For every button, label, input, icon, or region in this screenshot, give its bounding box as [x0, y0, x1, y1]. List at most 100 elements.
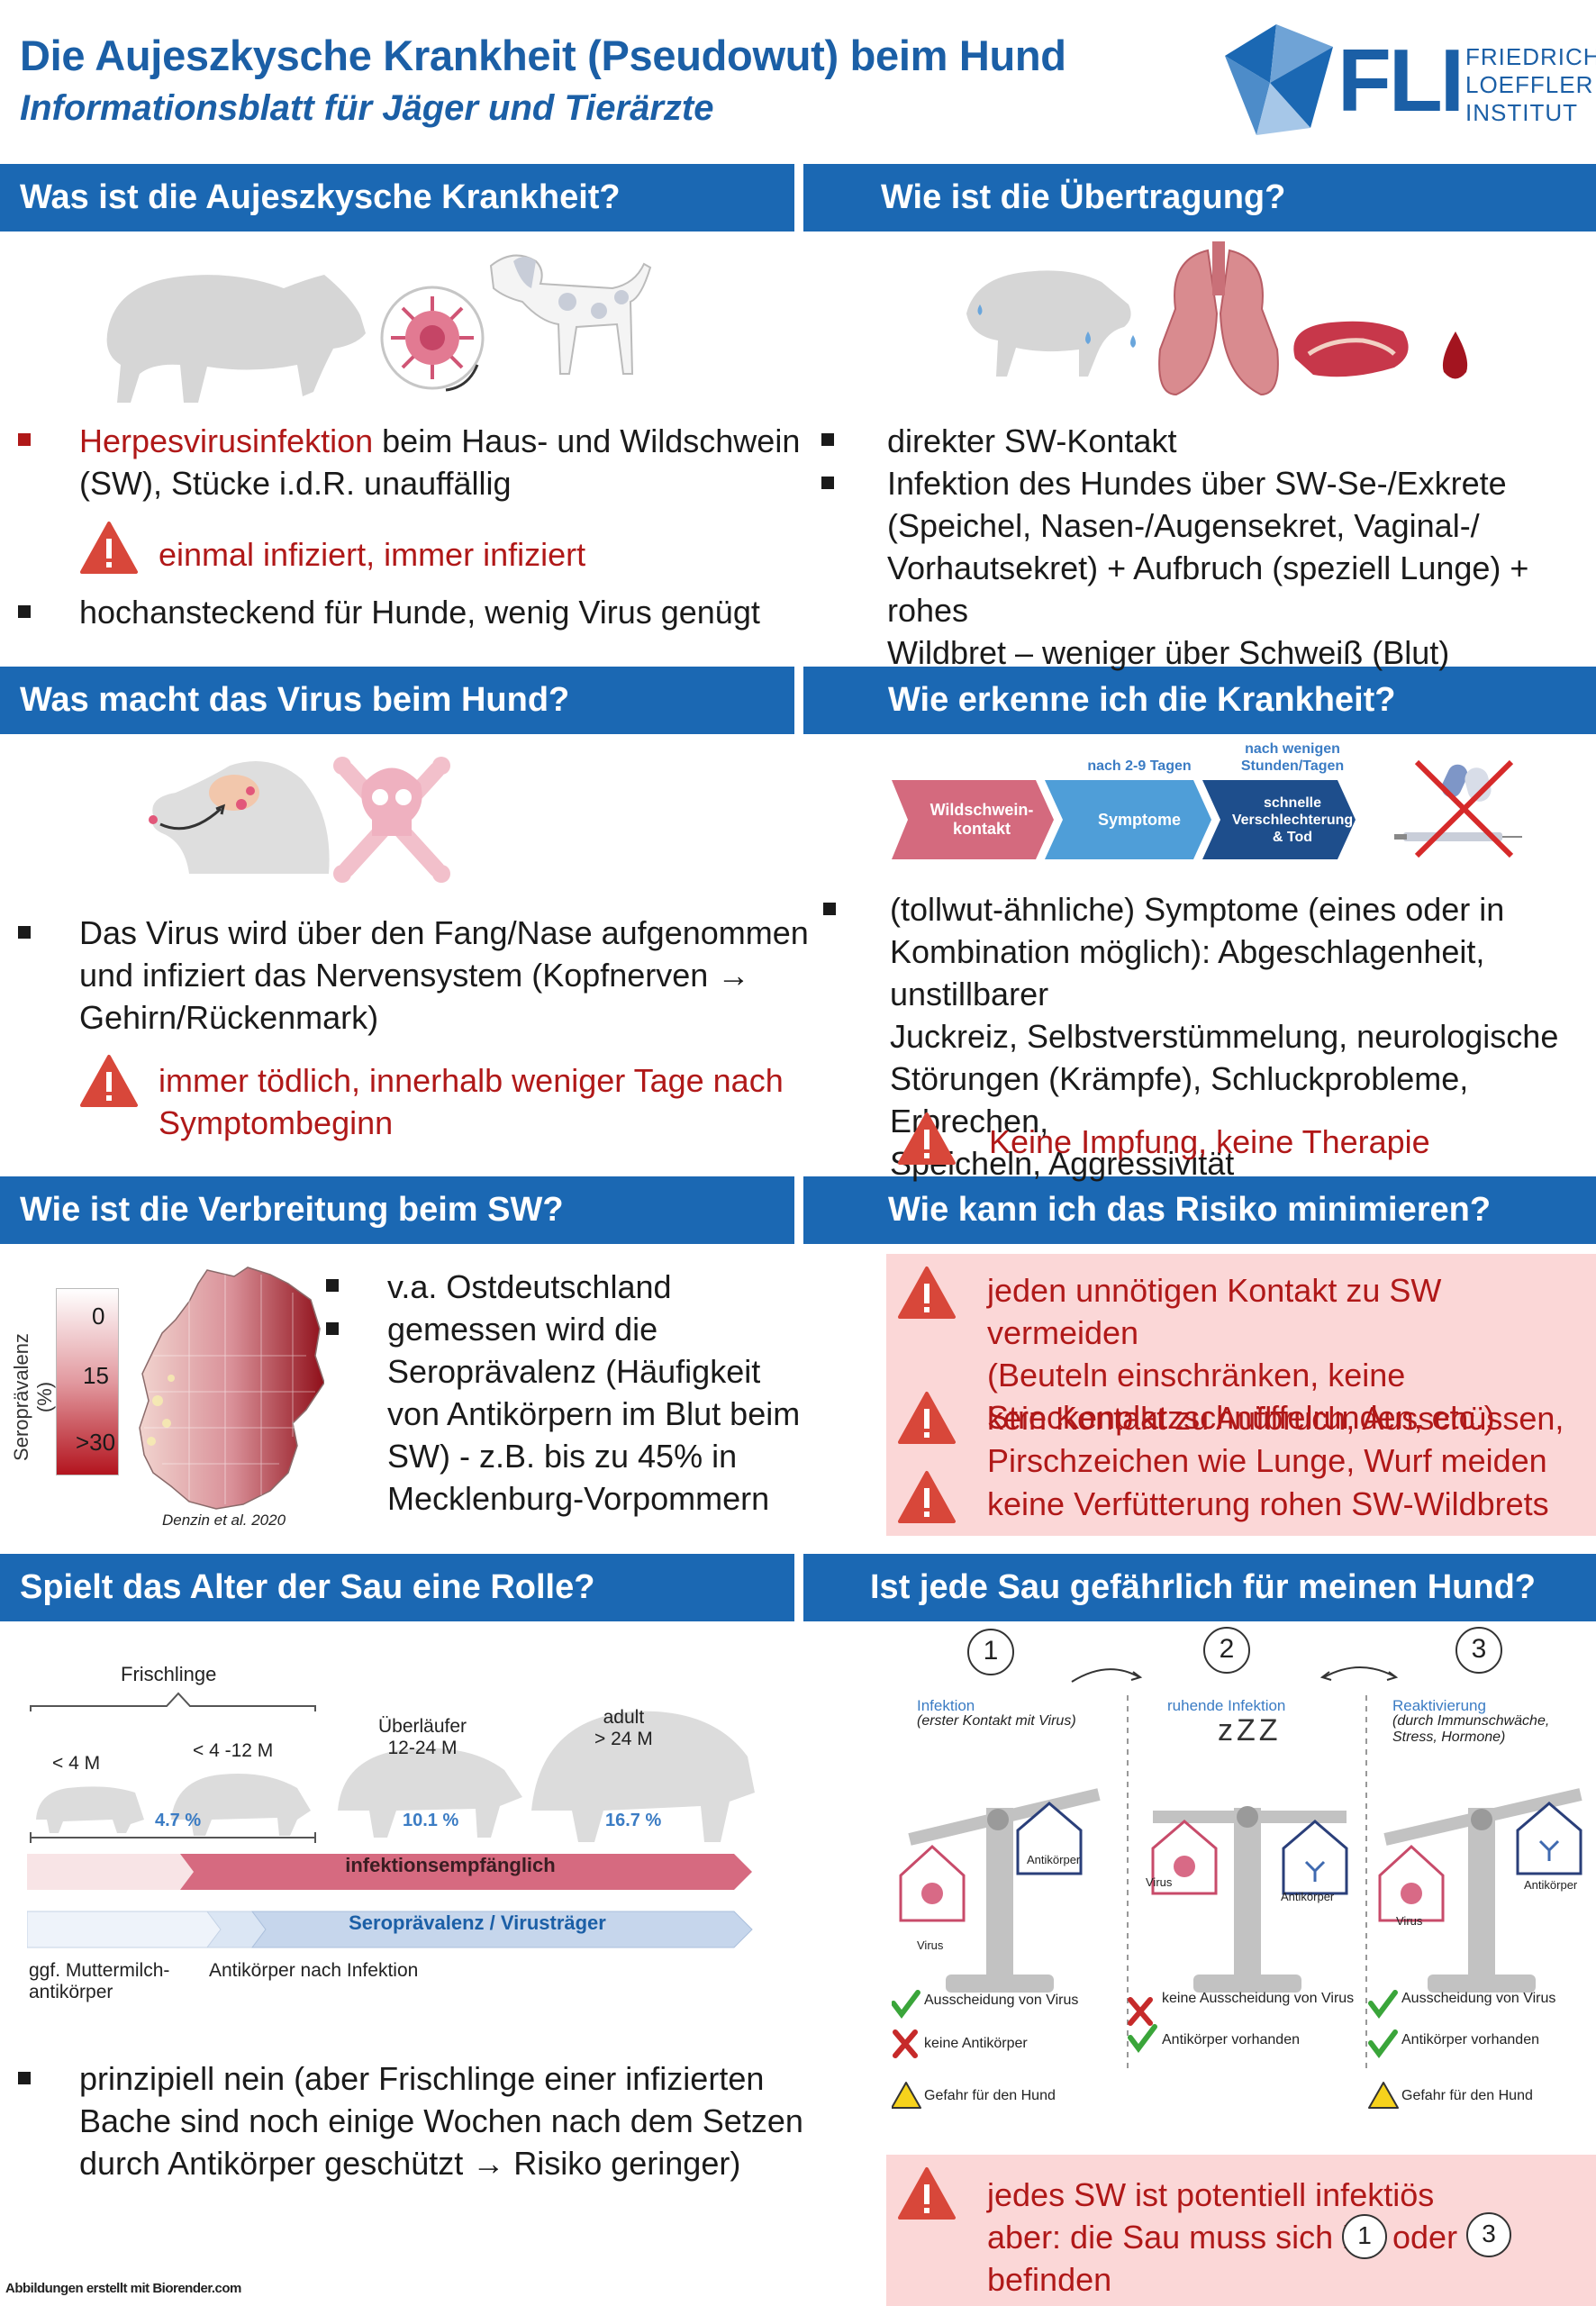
skull-icon	[333, 757, 450, 883]
map-citation: Denzin et al. 2020	[162, 1512, 286, 1529]
stage-2-check-1: keine Ausscheidung von Virus	[1162, 1991, 1355, 2006]
danger-icon-stage-1	[892, 2082, 921, 2109]
cross-icon	[893, 2029, 918, 2058]
stage-3-check-2: Antikörper vorhanden	[1401, 2032, 1539, 2047]
age-label-4-12: < 4 -12 M	[193, 1740, 274, 1761]
yearling-boar-icon	[338, 1748, 522, 1838]
warning-icon	[898, 2167, 956, 2220]
sleep-zzz: zZZ	[1218, 1713, 1282, 1748]
stage-number-1: 1	[967, 1629, 1014, 1675]
virus-icon	[380, 286, 485, 392]
lung-icon	[1158, 241, 1279, 396]
boar-icon	[966, 270, 1131, 377]
logo-abbr: FLI	[1338, 31, 1465, 130]
section-heading-minimize: Wie kann ich das Risiko minimieren?	[803, 1176, 1596, 1244]
age-groups-diagram	[30, 1692, 755, 1843]
bullet	[821, 477, 834, 489]
bullet	[18, 2072, 31, 2084]
section-heading-transmission: Wie ist die Übertragung?	[803, 164, 1596, 232]
check-icon	[1128, 2024, 1157, 2053]
logo-name: FRIEDRICH LOEFFLER INSTITUT	[1465, 43, 1596, 127]
warning-icon	[898, 1112, 956, 1165]
s1-warning: einmal infiziert, immer infiziert	[159, 536, 586, 573]
legend-axis-label: Seroprävalenz (%)	[10, 1333, 56, 1461]
logo-line-2: LOEFFLER	[1465, 71, 1594, 98]
warning-icon	[80, 522, 138, 574]
risk-minimize-box	[886, 1254, 1596, 1536]
flow-label-hours-days: nach wenigen Stunden/Tagen	[1240, 741, 1345, 774]
blood-drop-icon	[1442, 331, 1468, 379]
section-heading-what: Was ist die Aujeszkysche Krankheit?	[0, 164, 794, 232]
stage-title-3: Reaktivierung	[1392, 1697, 1486, 1714]
logo-line-1: FRIEDRICH	[1465, 43, 1596, 70]
stage-title-1: Infektion	[917, 1697, 975, 1714]
dog-head-icon	[151, 761, 330, 874]
legend-tick-30: >30	[76, 1429, 116, 1456]
age-label-adult: adult > 24 M	[594, 1707, 653, 1749]
logo-line-3: INSTITUT	[1465, 99, 1578, 126]
section-heading-recognize: Wie erkenne ich die Krankheit?	[803, 667, 1596, 734]
dog-head-skull-illustration	[149, 757, 450, 883]
stage-1-antibody-label: Antikörper	[1027, 1853, 1081, 1866]
check-icon	[1368, 2029, 1398, 2058]
piglet-icon	[36, 1786, 144, 1833]
s4-bullet-1: (tollwut-ähnliche) Symptome (eines oder …	[890, 891, 1559, 1182]
page-subtitle: Informationsblatt für Jäger und Tierärzt…	[20, 88, 714, 128]
age-bars	[27, 1854, 753, 1948]
scale-stage-3	[1378, 1788, 1582, 1993]
s8-note-oder: oder	[1392, 2219, 1458, 2256]
juvenile-boar-icon	[171, 1774, 311, 1836]
check-icon	[892, 1990, 920, 2019]
flow-label-2-9-days: nach 2-9 Tagen	[1087, 758, 1192, 774]
s7-bullet-1: prinzipiell nein (aber Frischlinge einer…	[79, 2060, 803, 2182]
bullet	[326, 1279, 339, 1292]
legend-axis-label-wrap: Seroprävalenz (%)	[10, 1306, 56, 1468]
fli-logo-mark	[1225, 24, 1333, 135]
stage-1-check-1: Ausscheidung von Virus	[924, 1993, 1079, 2008]
bullet	[18, 433, 31, 446]
s3-bullet-1: Das Virus wird über den Fang/Nase aufgen…	[79, 914, 809, 1036]
s4-warning: Keine Impfung, keine Therapie	[989, 1123, 1430, 1160]
s2-bullet-2: Infektion des Hundes über SW-Se-/Exkrete…	[887, 465, 1529, 671]
brain-icon	[209, 775, 259, 811]
s3-warning: immer tödlich, innerhalb weniger Tage na…	[159, 1062, 784, 1141]
warning-icon	[898, 1392, 956, 1444]
dog-icon	[489, 254, 652, 375]
boar-icon	[106, 275, 366, 403]
germany-map	[139, 1266, 324, 1510]
note-maternal-antibodies: ggf. Muttermilch- antikörper	[29, 1960, 170, 2002]
section-heading-danger: Ist jede Sau gefährlich für meinen Hund?	[803, 1554, 1596, 1621]
section-heading-age: Spielt das Alter der Sau eine Rolle?	[0, 1554, 794, 1621]
stage-3-check-1: Ausscheidung von Virus	[1401, 1991, 1556, 2006]
footer-credit: Abbildungen erstellt mit Biorender.com	[5, 2281, 241, 2296]
no-treatment-icon	[1394, 759, 1522, 858]
drop-icon	[1130, 335, 1136, 348]
symptom-flow-chart	[892, 780, 1356, 859]
age-value-yearling: 10.1 %	[403, 1811, 459, 1830]
drop-icon	[1085, 331, 1091, 344]
flow-step-death: schnelle Verschlechterung & Tod	[1231, 794, 1354, 845]
stage-1-check-2: keine Antikörper	[924, 2036, 1028, 2051]
scale-stage-1	[899, 1788, 1101, 1993]
stage-1-danger: Gefahr für den Hund	[924, 2088, 1056, 2103]
stage-sub-1: (erster Kontakt mit Virus)	[917, 1713, 1076, 1729]
stage-1-virus-label: Virus	[917, 1938, 944, 1952]
check-icon	[1368, 1990, 1398, 2019]
section-heading-spread: Wie ist die Verbreitung beim SW?	[0, 1176, 794, 1244]
legend-tick-0: 0	[92, 1303, 105, 1330]
s5-bullet-2: gemessen wird die Seroprävalenz (Häufigk…	[387, 1311, 801, 1517]
stage-3-danger: Gefahr für den Hund	[1401, 2088, 1533, 2103]
stage-2-virus-label: Virus	[1146, 1875, 1173, 1889]
bullet	[326, 1322, 339, 1335]
age-value-frischlinge: 4.7 %	[155, 1811, 202, 1830]
flow-step-contact: Wildschwein- kontakt	[929, 801, 1034, 838]
note-stage-3: 3	[1466, 2212, 1511, 2257]
age-label-under-4: < 4 M	[52, 1753, 101, 1774]
stage-title-2: ruhende Infektion	[1167, 1697, 1286, 1714]
bullet	[18, 926, 31, 939]
age-value-adult: 16.7 %	[605, 1811, 662, 1830]
bullet	[823, 903, 836, 915]
s8-note-line-3: befinden	[987, 2261, 1112, 2298]
stage-2-antibody-label: Antikörper	[1281, 1890, 1335, 1903]
bullet	[821, 433, 834, 446]
